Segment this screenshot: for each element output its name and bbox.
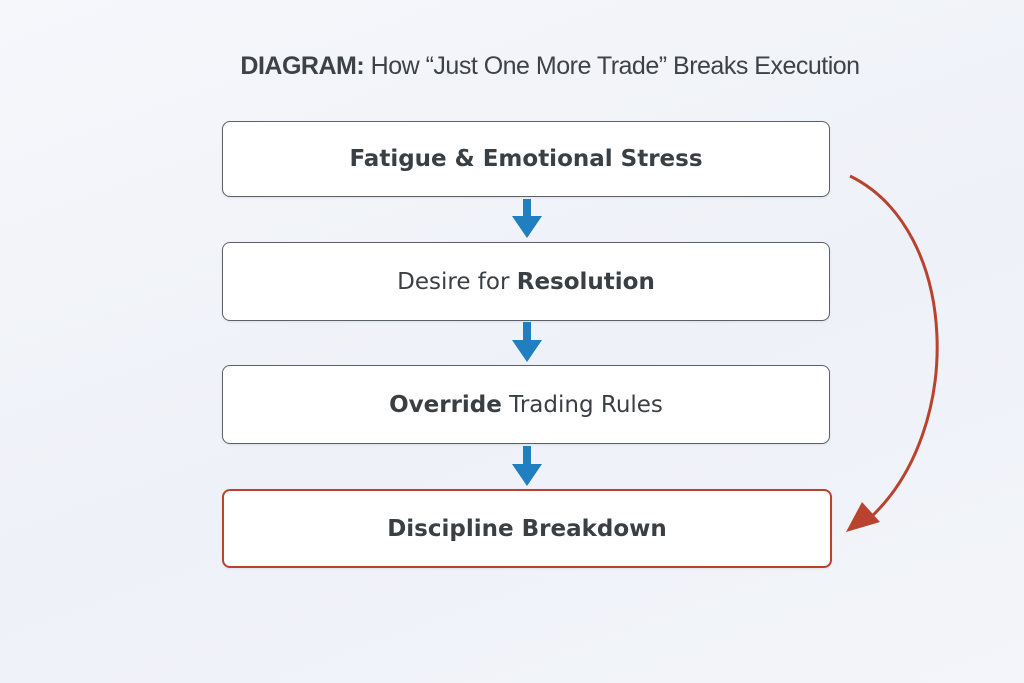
step-discipline-breakdown: Discipline Breakdown <box>222 489 832 568</box>
step-label: Fatigue & Emotional Stress <box>349 146 702 172</box>
down-arrow-icon <box>512 322 542 362</box>
down-arrow-icon <box>512 446 542 486</box>
step-override-rules: Override Trading Rules <box>222 365 830 444</box>
step-label: Desire for Resolution <box>397 269 655 295</box>
down-arrow-icon <box>512 199 542 238</box>
step-label-bold: Override <box>389 391 502 418</box>
step-label-bold: Resolution <box>516 268 655 295</box>
diagram-title-text: DIAGRAM: How “Just One More Trade” Break… <box>38 52 1024 81</box>
step-label-bold: Fatigue & Emotional Stress <box>349 146 703 172</box>
step-label-regular: Desire for <box>397 268 517 295</box>
step-desire-resolution: Desire for Resolution <box>222 242 830 321</box>
step-label: Override Trading Rules <box>389 392 663 418</box>
title-prefix: DIAGRAM: <box>240 52 365 80</box>
step-label-regular: Trading Rules <box>501 391 663 418</box>
step-label: Discipline Breakdown <box>387 516 667 542</box>
feedback-curved-arrow-icon <box>846 174 939 532</box>
step-fatigue-stress: Fatigue & Emotional Stress <box>222 121 830 197</box>
step-label-bold: Discipline Breakdown <box>387 515 667 542</box>
title-main: How “Just One More Trade” Breaks Executi… <box>364 52 860 80</box>
